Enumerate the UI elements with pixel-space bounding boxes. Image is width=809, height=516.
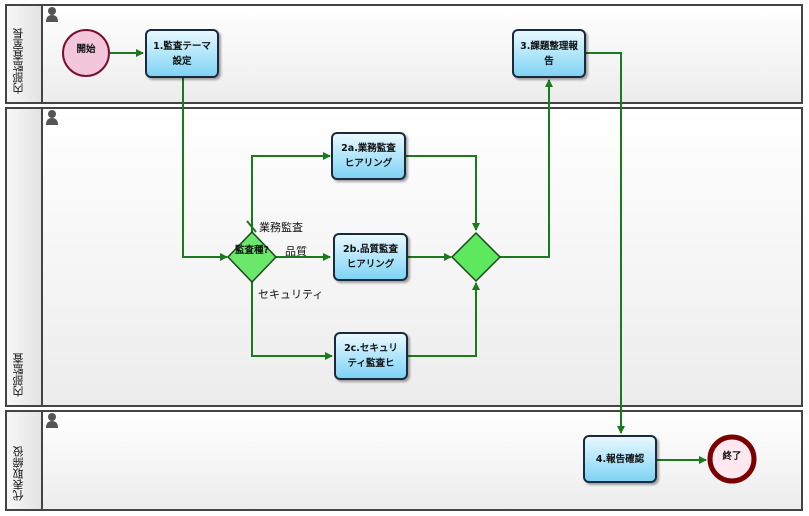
flow-t3-to-t4 (586, 52, 625, 434)
flow-gateway-to-t2a (251, 152, 331, 232)
start-event (62, 29, 110, 77)
edge-label-security: セキュリティ (258, 288, 324, 301)
lane-header: 代表取締役 (7, 412, 43, 509)
start-event-label: 開始 (76, 44, 96, 55)
task-label: 2b.品質監査ヒアリング (342, 244, 399, 270)
task-label: 4.報告確認 (595, 453, 645, 465)
exclusive-gateway (226, 230, 278, 284)
flow-t2c-to-join (408, 282, 480, 357)
flow-gateway-to-t2c (251, 282, 333, 360)
default-flow-marker (246, 220, 257, 233)
edge-label-quality: 品質 (285, 245, 307, 258)
task-security-audit[interactable]: 2c.セキュリティ監査ヒ (334, 332, 408, 380)
end-event (707, 434, 757, 484)
lane-header: 内部監査室長 (7, 6, 43, 102)
task-label: 2a.業務監査ヒアリング (341, 143, 396, 169)
task-quality-audit[interactable]: 2b.品質監査ヒアリング (333, 233, 408, 281)
task-issue-report[interactable]: 3.課題整理報告 (512, 29, 586, 78)
person-icon (46, 413, 58, 428)
task-label: 3.課題整理報告 (520, 40, 578, 67)
flow-t2a-to-join (406, 155, 480, 231)
flow-t1-to-gateway (182, 78, 228, 261)
edge-label-business: 業務監査 (259, 221, 303, 234)
task-report-confirm[interactable]: 4.報告確認 (583, 435, 657, 483)
flow-join-to-t3 (500, 79, 553, 258)
task-business-audit[interactable]: 2a.業務監査ヒアリング (331, 132, 406, 180)
task-label: 2c.セキュリティ監査ヒ (344, 343, 398, 369)
parallel-join-gateway (450, 231, 502, 283)
gateway-label: 監査種? (234, 245, 269, 256)
lane-header: 内部監査 (7, 109, 43, 405)
person-icon (46, 7, 58, 22)
end-event-label: 終了 (722, 451, 742, 462)
task-audit-theme[interactable]: 1.監査テーマ設定 (145, 29, 219, 78)
task-label: 1.監査テーマ設定 (153, 40, 211, 67)
person-icon (46, 110, 58, 125)
